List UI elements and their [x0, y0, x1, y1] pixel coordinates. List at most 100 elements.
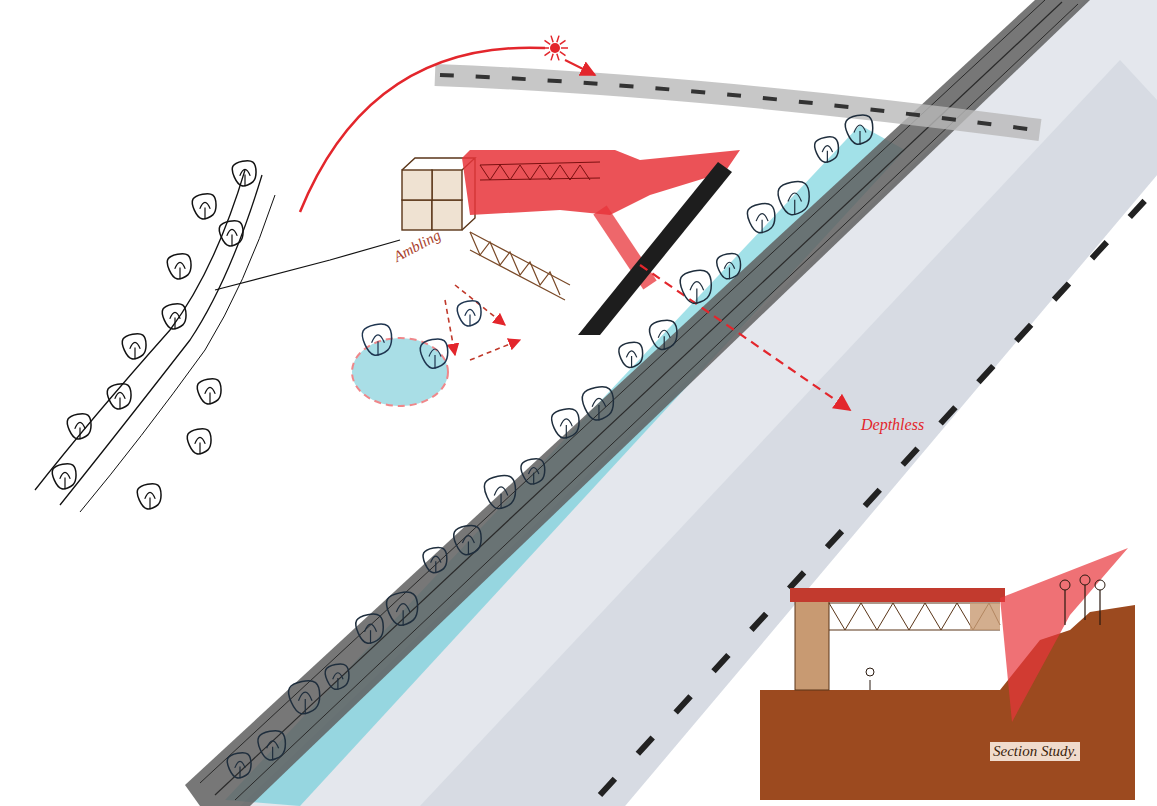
tree-branch: [396, 604, 410, 626]
tree-branch: [788, 193, 802, 215]
tree-branch: [756, 214, 768, 234]
tree-crown: [680, 270, 711, 303]
tree-crown: [356, 614, 383, 643]
sun-symbol: [542, 36, 568, 61]
tree-branch: [115, 392, 125, 409]
tree-scribble: [107, 384, 131, 410]
sun-ray: [557, 36, 559, 43]
tree-scribble: [227, 753, 251, 779]
sun-ray: [544, 40, 550, 44]
tree-crown: [162, 304, 186, 329]
tree-branch: [658, 330, 670, 350]
tree-branch: [240, 169, 250, 186]
road-line: [235, 4, 1078, 800]
tree-crown: [137, 484, 161, 509]
path-line: [215, 240, 400, 290]
path-line: [35, 170, 245, 490]
section-figure-head: [1095, 580, 1105, 590]
tree-scribble: [52, 464, 76, 490]
tree-crown: [362, 324, 391, 355]
tree-scribble: [137, 484, 161, 510]
tree-scribble: [167, 254, 191, 280]
tree-scribble: [362, 324, 391, 355]
tree-crown: [454, 526, 481, 555]
sun-core: [550, 43, 560, 53]
tree-crown: [387, 592, 418, 625]
section-sail: [1000, 548, 1128, 722]
tree-crown: [219, 221, 243, 246]
tree-crown: [423, 547, 447, 572]
tree-branch: [724, 262, 734, 279]
tree-branch: [592, 398, 606, 420]
tree-crown: [227, 753, 251, 778]
tree-crown: [717, 254, 741, 279]
tree-branch: [227, 229, 237, 246]
tree-crown: [52, 464, 76, 489]
path-line: [60, 175, 262, 505]
tree-scribble: [197, 379, 221, 405]
cube: [432, 200, 462, 230]
tree-scribble: [356, 614, 383, 643]
tree-scribble: [650, 320, 677, 349]
depthless-arrow: [640, 265, 850, 410]
tree-crown: [107, 384, 131, 409]
sun-ray: [557, 54, 559, 61]
tree-branch: [372, 335, 385, 356]
road-line: [215, 2, 1062, 795]
handwritten-note: Depthless: [858, 415, 927, 435]
section-figure-head: [1060, 580, 1070, 590]
tree-branch: [626, 351, 636, 368]
tree-crown: [67, 414, 91, 439]
tree-scribble: [122, 334, 146, 360]
tree-scribble: [325, 664, 349, 690]
tree-branch: [205, 387, 215, 404]
sun-arrow: [565, 60, 595, 75]
canopy-truss: [480, 162, 600, 180]
tree-branch: [854, 125, 866, 145]
tree-branch: [200, 202, 210, 219]
tree-crown: [748, 204, 775, 233]
movement-arrow: [470, 340, 520, 360]
movement-arrow: [455, 285, 505, 325]
tree-group: [52, 115, 872, 778]
tree-branch: [235, 761, 245, 778]
tree-crown: [815, 137, 839, 162]
tree-scribble: [815, 137, 839, 163]
tree-crown: [197, 379, 221, 404]
tree-scribble: [454, 526, 481, 555]
tree-branch: [690, 282, 704, 304]
tree-scribble: [289, 681, 320, 714]
tree-scribble: [192, 194, 216, 220]
road-line: [200, 0, 1045, 783]
tree-branch: [170, 312, 180, 329]
sun-ray: [542, 47, 549, 49]
handwritten-note: Ambling: [388, 224, 447, 267]
section-figure-head: [1080, 575, 1090, 585]
tree-branch: [298, 692, 312, 714]
canopy-truss: [480, 165, 590, 180]
tree-scribble: [162, 304, 186, 330]
water-wash-shade: [420, 60, 1157, 806]
tree-branch: [431, 556, 441, 573]
tree-scribble: [457, 301, 481, 327]
tree-crown: [258, 731, 285, 760]
section-roof: [790, 588, 1005, 602]
section-truss: [829, 603, 1000, 630]
tree-scribble: [582, 387, 613, 420]
tree-branch: [267, 741, 279, 761]
tree-branch: [130, 342, 140, 359]
tree-branch: [333, 673, 343, 690]
tree-scribble: [778, 182, 809, 215]
sun-ray: [561, 47, 568, 49]
tree-branch: [145, 492, 155, 509]
tree-scribble: [717, 254, 741, 280]
tree-scribble: [232, 161, 256, 187]
tree-crown: [420, 339, 447, 368]
tree-branch: [175, 262, 185, 279]
tree-scribble: [521, 459, 545, 485]
tree-scribble: [420, 339, 447, 368]
section-study: [760, 548, 1135, 800]
tree-scribble: [67, 414, 91, 440]
